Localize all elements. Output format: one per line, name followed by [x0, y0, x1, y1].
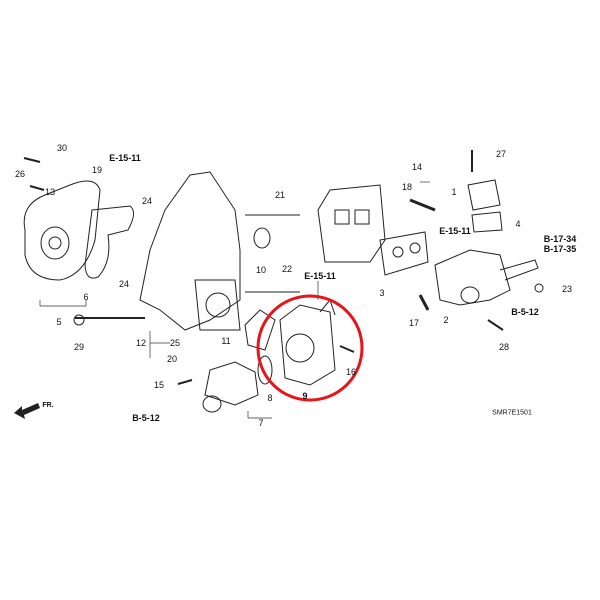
callout-24: 24 — [141, 196, 153, 206]
bracket-part — [139, 171, 241, 331]
front-arrow-icon — [14, 403, 40, 419]
callout-14: 14 — [411, 162, 423, 172]
callout-18: 18 — [401, 182, 413, 192]
callout-13: 13 — [44, 187, 56, 197]
callout-9: 9 — [302, 391, 308, 401]
callout-28: 28 — [498, 342, 510, 352]
callout-3: 3 — [379, 288, 385, 298]
callout-7: 7 — [258, 418, 264, 428]
callout-16: 16 — [345, 367, 357, 377]
front-label: FR. — [42, 402, 54, 409]
callout-24b: 24 — [118, 279, 130, 289]
callout-6: 6 — [83, 292, 89, 302]
gasket-part — [84, 205, 134, 279]
callout-29: 29 — [73, 342, 85, 352]
callout-19: 19 — [91, 165, 103, 175]
ref-e-15-11-c[interactable]: E-15-11 — [439, 226, 471, 236]
callout-4: 4 — [515, 219, 521, 229]
water-pump-part — [23, 180, 101, 281]
callout-23: 23 — [561, 284, 573, 294]
callout-21: 21 — [274, 190, 286, 200]
ref-b-17-35[interactable]: B-17-35 — [543, 244, 577, 254]
callout-2: 2 — [443, 315, 449, 325]
callout-15: 15 — [153, 380, 165, 390]
callout-8: 8 — [267, 393, 273, 403]
callout-11: 11 — [221, 336, 231, 346]
callout-20: 20 — [166, 354, 178, 364]
callout-22: 22 — [281, 264, 293, 274]
ref-b-17-34[interactable]: B-17-34 — [543, 234, 577, 244]
highlight-circle — [256, 294, 364, 402]
ref-b-5-12-b[interactable]: B-5-12 — [511, 307, 539, 317]
callout-26: 26 — [14, 169, 26, 179]
callout-27: 27 — [495, 149, 507, 159]
diagram-code: SMR7E1501 — [492, 409, 532, 417]
callout-30: 30 — [56, 143, 68, 153]
ref-e-15-11-a[interactable]: E-15-11 — [109, 153, 141, 163]
ref-e-15-11-b[interactable]: E-15-11 — [304, 271, 336, 281]
callout-25: 25 — [169, 338, 181, 348]
ref-b-5-12-a[interactable]: B-5-12 — [132, 413, 160, 423]
callout-17: 17 — [408, 318, 420, 328]
o-ring-part — [253, 227, 271, 249]
callout-1: 1 — [451, 187, 457, 197]
callout-10: 10 — [255, 265, 267, 275]
callout-5: 5 — [56, 317, 62, 327]
callout-12: 12 — [135, 338, 147, 348]
